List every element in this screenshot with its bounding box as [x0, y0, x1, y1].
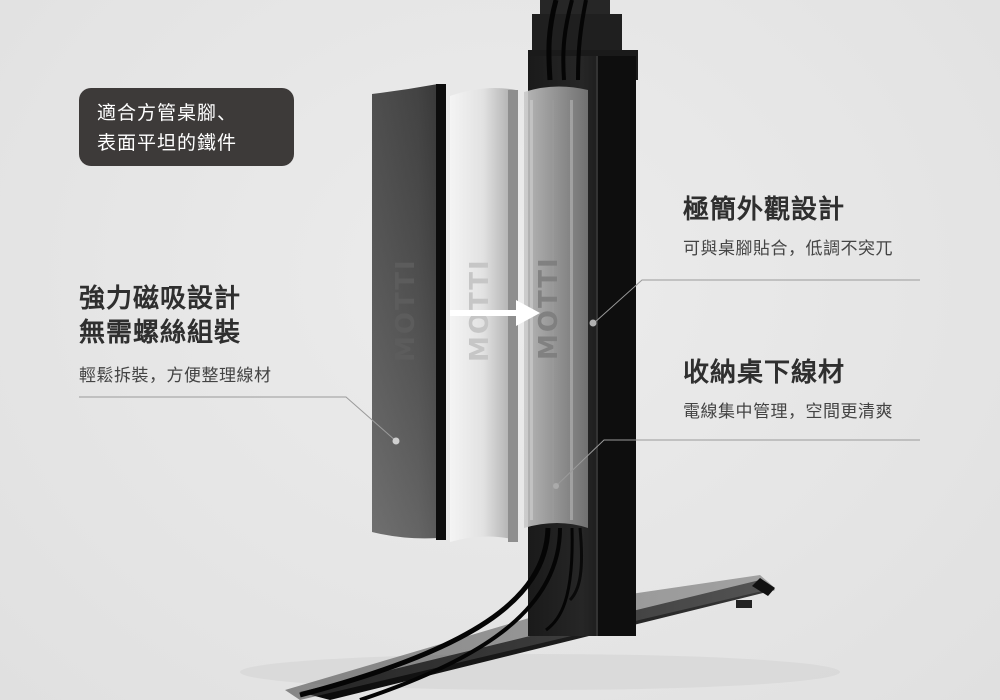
panel-translucent: MOTTI	[524, 86, 588, 528]
feature-minimal-desc: 可與桌腳貼合，低調不突兀	[683, 239, 893, 259]
panel-dark: MOTTI	[372, 84, 446, 540]
callout-dot-minimal	[589, 319, 597, 327]
compatibility-badge: 適合方管桌腳、 表面平坦的鐵件	[79, 88, 294, 166]
brand-logo-translucent: MOTTI	[534, 256, 564, 360]
leader-line-magnetic	[79, 396, 397, 442]
feature-magnetic: 強力磁吸設計 無需螺絲組裝 輕鬆拆裝，方便整理線材	[79, 282, 272, 388]
feature-storage: 收納桌下線材 電線集中管理，空間更清爽	[683, 356, 893, 424]
feature-magnetic-title-1: 強力磁吸設計	[79, 284, 242, 314]
desk-foot	[285, 575, 775, 700]
feature-magnetic-desc: 輕鬆拆裝，方便整理線材	[79, 366, 272, 386]
leader-line-storage	[555, 439, 920, 487]
feature-storage-title: 收納桌下線材	[683, 358, 846, 388]
callout-dot-storage	[553, 483, 559, 489]
brand-logo-dark: MOTTI	[391, 258, 421, 362]
leader-lines	[79, 279, 920, 487]
feature-storage-desc: 電線集中管理，空間更清爽	[683, 402, 893, 422]
leader-line-minimal	[593, 279, 920, 324]
cables	[299, 527, 584, 700]
arrow-right-icon	[450, 300, 540, 326]
feature-minimal: 極簡外觀設計 可與桌腳貼合，低調不突兀	[683, 193, 893, 261]
badge-line-2: 表面平坦的鐵件	[97, 132, 238, 154]
callout-dot-magnetic	[392, 437, 400, 445]
feature-magnetic-title-2: 無需螺絲組裝	[79, 318, 242, 348]
badge-line-1: 適合方管桌腳、	[97, 102, 238, 124]
feature-minimal-title: 極簡外觀設計	[683, 195, 846, 225]
